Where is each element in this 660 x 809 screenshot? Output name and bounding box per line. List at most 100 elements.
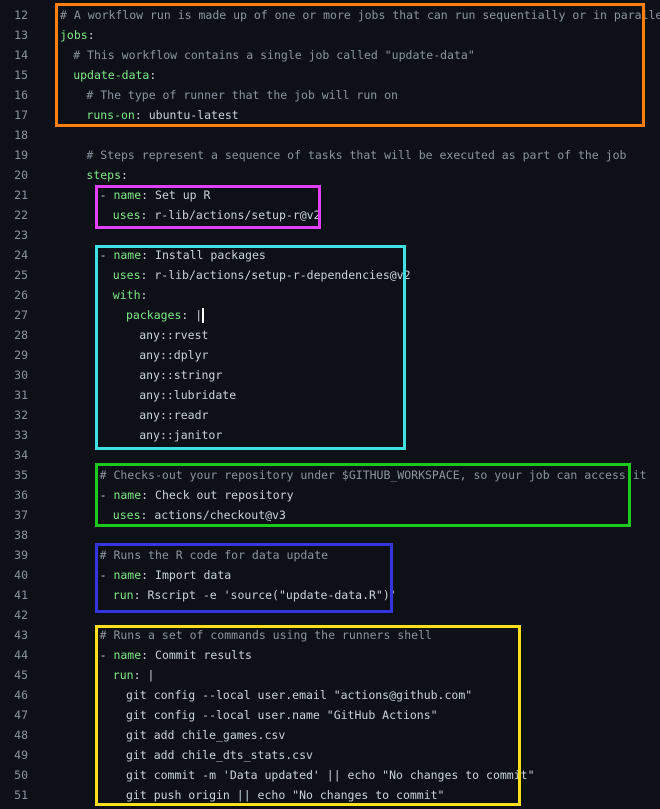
line-code: - name: Import data bbox=[60, 565, 232, 585]
yaml-key: run bbox=[112, 588, 134, 602]
yaml-value: git config --local user.email "actions@g… bbox=[126, 688, 473, 702]
line-code: steps: bbox=[60, 165, 128, 185]
yaml-value: Check out repository bbox=[155, 488, 294, 502]
line-number: 36 bbox=[14, 488, 28, 502]
code-line[interactable]: 12# A workflow run is made up of one or … bbox=[0, 5, 660, 25]
line-number: 34 bbox=[14, 448, 28, 462]
yaml-value: ubuntu-latest bbox=[148, 108, 239, 122]
code-line[interactable]: 36- name: Check out repository bbox=[0, 485, 660, 505]
line-number: 42 bbox=[14, 608, 28, 622]
yaml-value: any::dplyr bbox=[139, 348, 209, 362]
yaml-key: name bbox=[113, 648, 142, 662]
list-dash: - bbox=[99, 568, 114, 582]
yaml-value: | bbox=[195, 308, 203, 322]
code-line[interactable]: 40- name: Import data bbox=[0, 565, 660, 585]
code-line[interactable]: 14# This workflow contains a single job … bbox=[0, 45, 660, 65]
line-number: 44 bbox=[14, 648, 28, 662]
yaml-colon: : bbox=[133, 588, 148, 602]
line-code: any::dplyr bbox=[60, 345, 208, 365]
yaml-value: any::readr bbox=[139, 408, 209, 422]
yaml-comment: # This workflow contains a single job ca… bbox=[73, 48, 475, 62]
yaml-value: | bbox=[147, 668, 155, 682]
yaml-colon: : bbox=[134, 108, 149, 122]
code-line[interactable]: 19# Steps represent a sequence of tasks … bbox=[0, 145, 660, 165]
line-code: packages: | bbox=[60, 305, 205, 325]
yaml-key: uses bbox=[112, 268, 141, 282]
code-line[interactable]: 38 bbox=[0, 525, 660, 545]
yaml-key: uses bbox=[112, 208, 141, 222]
line-number: 16 bbox=[14, 88, 28, 102]
yaml-colon: : bbox=[181, 308, 196, 322]
yaml-value: r-lib/actions/setup-r-dependencies@v2 bbox=[154, 268, 411, 282]
code-line[interactable]: 24- name: Install packages bbox=[0, 245, 660, 265]
yaml-colon: : bbox=[141, 188, 156, 202]
yaml-colon: : bbox=[140, 288, 148, 302]
code-line[interactable]: 35# Checks-out your repository under $GI… bbox=[0, 465, 660, 485]
code-line[interactable]: 18 bbox=[0, 125, 660, 145]
yaml-key: with bbox=[112, 288, 141, 302]
yaml-value: r-lib/actions/setup-r@v2 bbox=[154, 208, 321, 222]
code-line[interactable]: 42 bbox=[0, 605, 660, 625]
yaml-value: any::rvest bbox=[139, 328, 209, 342]
yaml-key: name bbox=[113, 248, 142, 262]
yaml-value: any::lubridate bbox=[139, 388, 237, 402]
line-code: # Runs a set of commands using the runne… bbox=[60, 625, 432, 645]
line-code: - name: Set up R bbox=[60, 185, 211, 205]
yaml-key: name bbox=[113, 568, 142, 582]
line-number: 51 bbox=[14, 788, 28, 802]
list-dash: - bbox=[99, 248, 114, 262]
code-line[interactable]: 16# The type of runner that the job will… bbox=[0, 85, 660, 105]
line-code: any::rvest bbox=[60, 325, 208, 345]
line-number: 35 bbox=[14, 468, 28, 482]
line-number: 38 bbox=[14, 528, 28, 542]
code-line[interactable]: 21- name: Set up R bbox=[0, 185, 660, 205]
code-line[interactable]: 44- name: Commit results bbox=[0, 645, 660, 665]
yaml-comment: # Runs the R code for data update bbox=[99, 548, 329, 562]
yaml-colon: : bbox=[141, 568, 156, 582]
line-number: 23 bbox=[14, 228, 28, 242]
line-number: 49 bbox=[14, 748, 28, 762]
yaml-value: git config --local user.name "GitHub Act… bbox=[126, 708, 438, 722]
line-number: 19 bbox=[14, 148, 28, 162]
code-line[interactable]: 39# Runs the R code for data update bbox=[0, 545, 660, 565]
yaml-value: Set up R bbox=[155, 188, 211, 202]
line-number: 18 bbox=[14, 128, 28, 142]
line-number: 24 bbox=[14, 248, 28, 262]
list-dash: - bbox=[99, 188, 114, 202]
code-line[interactable]: 23 bbox=[0, 225, 660, 245]
yaml-value: Import data bbox=[155, 568, 232, 582]
yaml-value: git commit -m 'Data updated' || echo "No… bbox=[126, 768, 535, 782]
yaml-colon: : bbox=[87, 28, 95, 42]
code-line[interactable]: 43# Runs a set of commands using the run… bbox=[0, 625, 660, 645]
code-line[interactable]: 34 bbox=[0, 445, 660, 465]
line-code: git config --local user.name "GitHub Act… bbox=[60, 705, 438, 725]
yaml-key: uses bbox=[112, 508, 141, 522]
yaml-colon: : bbox=[141, 488, 156, 502]
import-data-step-highlight bbox=[95, 543, 393, 613]
line-number: 12 bbox=[14, 8, 28, 22]
